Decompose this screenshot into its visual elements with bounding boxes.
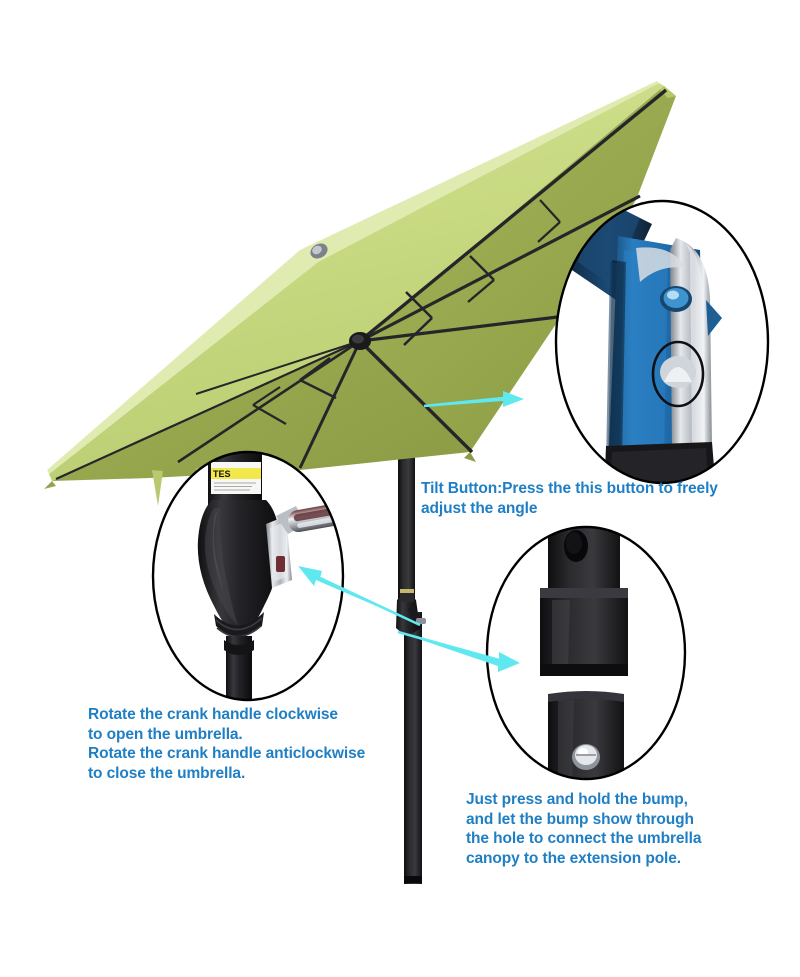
tilt-button-callout xyxy=(554,199,770,485)
canopy-hub xyxy=(349,332,371,350)
pole-bump-caption: Just press and hold the bump, and let th… xyxy=(466,791,702,867)
canopy-edge xyxy=(44,86,676,489)
arrow-to-pole-bump xyxy=(397,630,520,672)
lower-pole xyxy=(404,612,422,884)
bump-callout-outline xyxy=(485,525,687,781)
canopy-top-surface xyxy=(47,81,664,481)
pole-bump-callout xyxy=(485,525,687,781)
crank-handle-caption: Rotate the crank handle clockwise to ope… xyxy=(88,706,366,782)
arrow-to-tilt-callout xyxy=(423,391,524,408)
arrow-to-crank-handle xyxy=(298,566,421,627)
canopy-runner xyxy=(310,243,328,259)
crank-mechanism-main xyxy=(396,589,426,634)
crank-callout-outline xyxy=(151,450,345,702)
tilt-callout-outline xyxy=(554,199,770,485)
canopy-ribs xyxy=(55,88,668,481)
notes-label-text: TES xyxy=(213,469,231,479)
tilt-button-caption: Tilt Button:Press the this button to fre… xyxy=(421,480,718,517)
crank-handle-callout: TES xyxy=(151,450,345,702)
umbrella-assembly xyxy=(44,81,676,884)
